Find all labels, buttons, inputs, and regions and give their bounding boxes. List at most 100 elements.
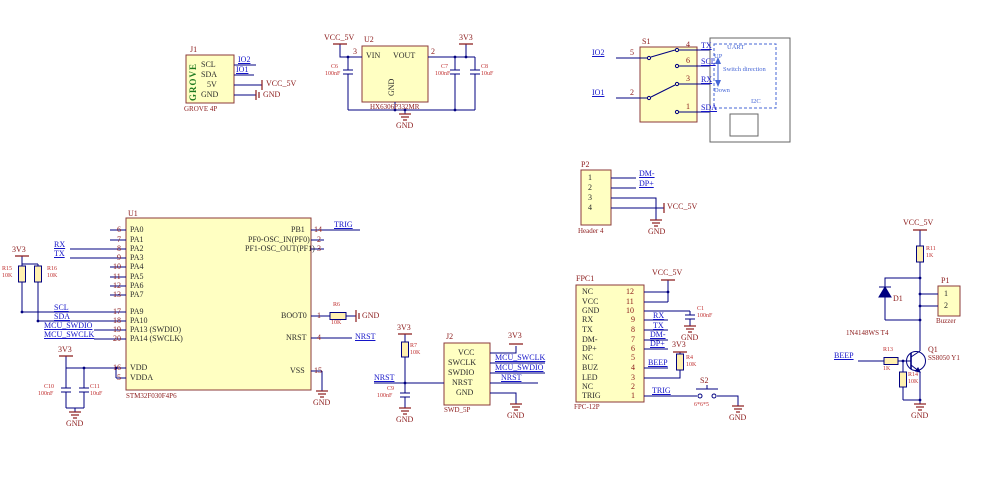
c9-val: 100nF [377,393,393,399]
j1-pwr-gnd: GND [263,90,281,99]
u1-pinnum-8: 8 [117,244,121,253]
u1-pin-vss: VSS [290,366,305,375]
u1-pin-pa5: PA5 [130,272,144,281]
u1-pinnum-14: 14 [314,225,322,234]
r16-resistor [34,265,42,283]
s1-pinnum-6: 6 [686,56,690,65]
u2-pinnum-3: 3 [353,47,357,56]
u1-pinnum-4: 4 [317,333,321,342]
fpc1-net-rx: RX [653,311,665,320]
u2-ref: U2 [364,35,374,44]
d1-ref: D1 [893,294,903,303]
u1-net-mcu-swdio: MCU_SWDIO [44,321,93,330]
u1-pinnum-12: 12 [113,281,121,290]
r4-ref: R4 [686,355,694,361]
c7-ref: C7 [441,64,449,70]
s1-pinnum-3: 3 [686,74,690,83]
wires-j1 [234,64,262,96]
u1-pin-boot0: BOOT0 [281,311,307,320]
fpc1-gnd-c1: GND [681,333,699,342]
u1-pinnum-2: 2 [317,235,321,244]
u1-pin-pa1: PA1 [130,235,144,244]
u2-pin-vout: VOUT [393,51,416,60]
fpc1-pinnum-7: 7 [631,335,635,344]
fpc1-pin-nc12: NC [582,287,594,296]
j2-swd-box [443,342,491,406]
u1-pin-pb1: PB1 [291,225,305,234]
p2-pin-4: 4 [588,203,592,212]
j2-pwr-3v3-left: 3V3 [397,323,411,332]
s2-contact [697,393,703,399]
j1-grove-label: GROVE [188,62,198,101]
r11-ref: R11 [926,246,936,252]
j2-part: SWD_5P [444,406,471,414]
c8-val: 10uF [481,71,494,77]
fpc1-pinnum-6: 6 [631,344,635,353]
u1-pin-pa6: PA6 [130,281,144,290]
j2-net-nrst-right: NRST [501,373,522,382]
buz-pwr-vcc5v: VCC_5V [903,218,934,227]
u1-part: STM32F030F4P6 [126,392,177,400]
j1-pin-5v: 5V [207,80,217,89]
s1-pinnum-4: 4 [686,40,690,49]
c1-ref: C1 [697,306,705,312]
r16-ref: R16 [47,266,58,272]
u1-pinnum-7: 7 [117,235,121,244]
j2-pin-vcc: VCC [458,348,475,357]
fpc1-pin-trig: TRIG [582,391,601,400]
u1-pinnum-5: 5 [117,373,121,382]
j2-pwr-3v3-right: 3V3 [508,331,522,340]
ann-down: Down [714,87,730,94]
p1-pin-1: 1 [944,289,948,298]
s1-net-io1: IO1 [592,88,605,97]
d1-part: 1N4148WS T4 [846,329,889,337]
fpc1-pin-rx: RX [582,315,594,324]
j2-gnd-left: GND [396,415,414,424]
r15-val: 10K [2,273,13,279]
fpc1-gnd-s2: GND [729,413,747,422]
r7-resistor [401,341,409,358]
u1-pin-pa4: PA4 [130,262,144,271]
s1-ref: S1 [642,37,651,46]
fpc1-pinnum-12: 12 [626,287,634,296]
wires-fpc1 [644,280,739,406]
u1-pin-pa10: PA10 [130,316,148,325]
r15-ref: R15 [2,266,13,272]
u1-pinnum-9: 9 [117,253,121,262]
u1-pinnum-13: 13 [113,290,121,299]
j1-ref: J1 [190,45,198,54]
u1-pinnum-19: 19 [113,325,121,334]
r6-ref: R6 [333,302,341,308]
s1-pinnum-2: 2 [630,88,634,97]
u1-pin-pa2: PA2 [130,244,144,253]
u1-pin-pa9: PA9 [130,307,144,316]
fpc1-pin-dm: DM- [582,335,598,344]
c10-ref: C10 [44,384,55,390]
j2-gnd-right: GND [507,411,525,420]
wires-u2 [339,44,480,114]
c8-ref: C8 [481,64,489,70]
s1-pinnum-5: 5 [630,48,634,57]
j2-net-mcu-swdio: MCU_SWDIO [495,363,544,372]
u1-pin-pa7: PA7 [130,290,144,299]
s1-net-scl: SCL [701,57,716,66]
fpc1-pinnum-5: 5 [631,353,635,362]
u1-mcu-box [125,217,312,391]
direction-arrow-down-head [715,80,721,87]
p2-net-dm: DM- [639,169,655,178]
fpc1-pinnum-2: 2 [631,382,635,391]
c11-ref: C11 [90,384,100,390]
j2-pin-swclk: SWCLK [448,358,476,367]
u1-pin-pf0: PF0-OSC_IN(PF0) [248,235,310,244]
s2-val: 6*6*5 [694,402,709,408]
fpc1-pinnum-10: 10 [626,306,634,315]
wires-p2 [611,177,664,220]
u2-gnd: GND [396,121,414,130]
q1-part: SS8050 Y1 [928,354,960,362]
ann-up: UP [714,53,723,60]
r13-ref: R13 [883,347,894,353]
c9-ref: C9 [387,386,395,392]
fpc1-ref: FPC1 [576,274,595,283]
u1-pinnum-20: 20 [113,334,121,343]
